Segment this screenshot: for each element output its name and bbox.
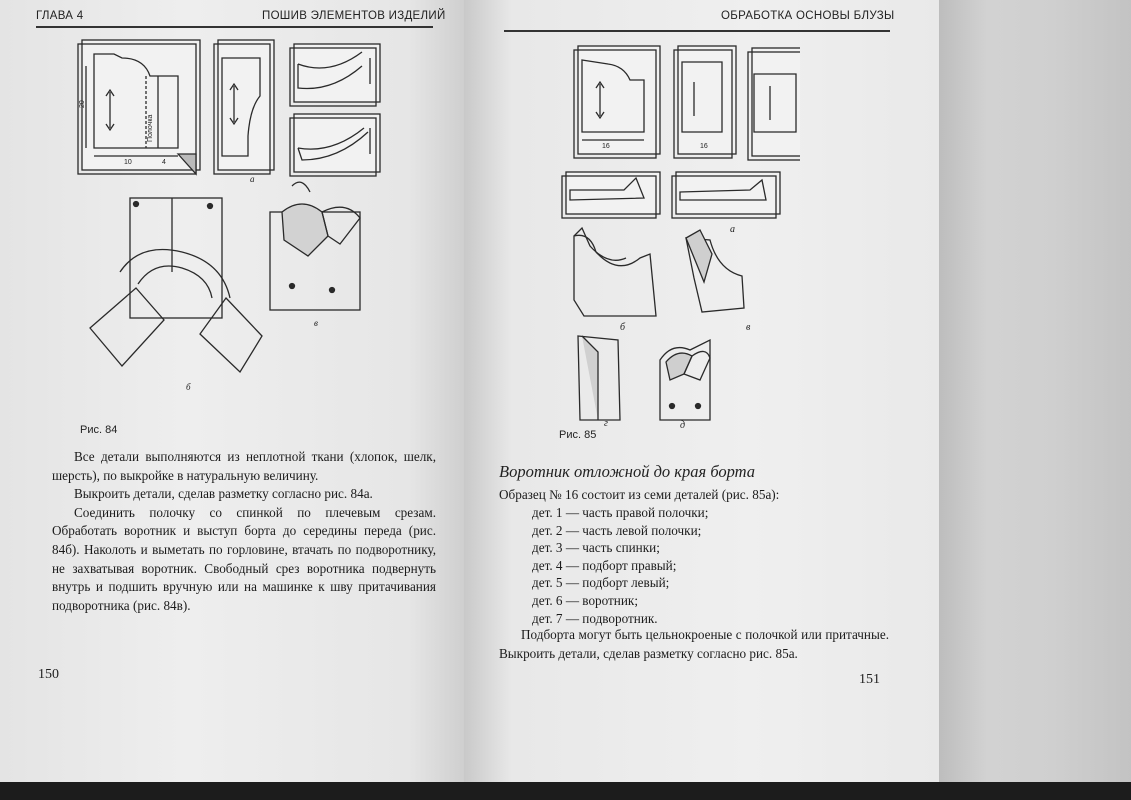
figure-84-caption: Рис. 84 — [80, 424, 118, 436]
background-surface — [939, 0, 1131, 782]
header-rule-right — [504, 30, 890, 32]
mark-shelf: Полочка — [147, 114, 154, 142]
paragraph-2: Выкроить детали, сделав разметку согласн… — [74, 486, 373, 502]
fig85-label-v: в — [746, 322, 751, 333]
left-page: Глава 4 ПОШИВ ЭЛЕМЕНТОВ ИЗДЕЛИЙ — [0, 0, 464, 782]
figure-85: 16 16 а б в г д — [561, 45, 800, 430]
fig85-label-g: г — [604, 418, 608, 429]
header-rule — [36, 26, 433, 28]
list-item: дет. 4 — подборт правый; — [532, 557, 677, 573]
running-header-right: ОБРАБОТКА ОСНОВЫ БЛУЗЫ — [721, 10, 895, 22]
page-number-left: 150 — [38, 667, 59, 682]
running-header-left: ПОШИВ ЭЛЕМЕНТОВ ИЗДЕЛИЙ — [262, 10, 446, 22]
mark-10: 10 — [124, 159, 132, 166]
closing-paragraph: Подборта могут быть цельнокроеные с поло… — [499, 627, 889, 661]
intro-text: Образец № 16 состоит из семи деталей (ри… — [499, 486, 889, 505]
fig84-label-b: б — [186, 382, 191, 392]
section-title: Воротник отложной до края борта — [499, 462, 756, 481]
list-item: дет. 6 — воротник; — [532, 592, 638, 608]
list-item: дет. 2 — часть левой полочки; — [532, 522, 702, 538]
bottom-edge — [0, 782, 1131, 800]
closing-text: Подборта могут быть цельнокроеные с поло… — [499, 626, 889, 663]
fig84-label-v: в — [314, 318, 318, 328]
mark-20: 20 — [79, 100, 86, 108]
left-body-text: Все детали выполняются из неплотной ткан… — [52, 448, 436, 615]
figure-84: 20 10 Полочка 4 а б в — [77, 39, 381, 392]
details-list: дет. 1 — часть правой полочки; дет. 2 — … — [532, 504, 862, 627]
paragraph-3: Соединить полочку со спинкой по плечевым… — [52, 504, 436, 613]
mark-4: 4 — [162, 159, 166, 166]
list-item: дет. 3 — часть спинки; — [532, 540, 660, 556]
fig85-label-b: б — [620, 322, 626, 333]
list-item: дет. 5 — подборт левый; — [532, 575, 670, 591]
mark-16-a: 16 — [602, 143, 610, 150]
right-page: ОБРАБОТКА ОСНОВЫ БЛУЗЫ — [464, 0, 939, 782]
fig85-label-d: д — [680, 420, 685, 430]
fig84-label-a: а — [250, 174, 255, 184]
page-number-right: 151 — [859, 672, 880, 687]
list-item: дет. 7 — подворотник. — [532, 610, 658, 626]
list-item: дет. 1 — часть правой полочки; — [532, 505, 709, 520]
fig85-label-a: а — [730, 224, 735, 235]
chapter-label: Глава 4 — [36, 10, 84, 22]
figure-85-caption: Рис. 85 — [559, 429, 597, 441]
mark-16-b: 16 — [700, 143, 708, 150]
paragraph-1: Все детали выполняются из неплотной ткан… — [52, 449, 436, 483]
intro-paragraph: Образец № 16 состоит из семи деталей (ри… — [499, 487, 780, 502]
